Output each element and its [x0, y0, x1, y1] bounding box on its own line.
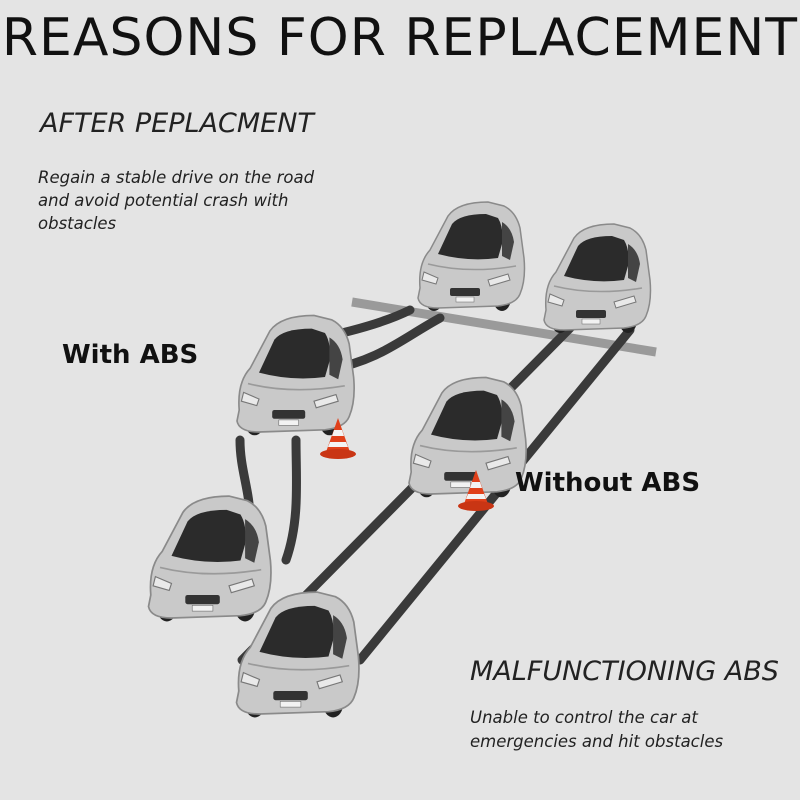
- car-noabs-middle: [408, 376, 527, 499]
- car-top-right: [543, 223, 652, 334]
- car-top-left: [417, 201, 526, 312]
- malfunctioning-abs-heading: MALFUNCTIONING ABS: [470, 656, 779, 687]
- with-abs-label: With ABS: [62, 340, 199, 370]
- after-replacement-heading: AFTER PEPLACMENT: [40, 108, 314, 139]
- car-abs-bottom: [147, 495, 272, 623]
- car-abs-middle: [236, 314, 355, 437]
- without-abs-label: Without ABS: [515, 468, 701, 498]
- after-replacement-description: Regain a stable drive on the road and av…: [38, 168, 315, 233]
- malfunctioning-abs-description: Unable to control the car at emergencies…: [470, 708, 724, 751]
- page-title: REASONS FOR REPLACEMENT: [1, 8, 799, 68]
